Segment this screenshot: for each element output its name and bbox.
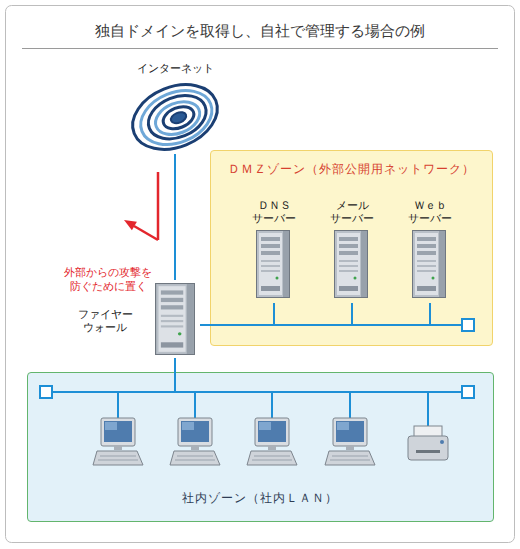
note-label: 外部からの攻撃を 防ぐために置く bbox=[56, 266, 160, 294]
pc-icon bbox=[247, 418, 297, 465]
network-cable bbox=[200, 303, 352, 325]
spiral-ring bbox=[151, 96, 205, 141]
bus-drop bbox=[271, 392, 273, 418]
network-cable bbox=[200, 303, 274, 325]
pc-icon bbox=[325, 418, 375, 465]
bus-terminator bbox=[462, 319, 474, 331]
dmz-zone: ＤＭＺゾーン（外部公開用ネットワーク） ＤＮＳ サーバーメール サーバー Ｗｅｂ サ… bbox=[210, 150, 493, 346]
server-icon bbox=[335, 231, 368, 298]
bus-drop bbox=[427, 392, 429, 426]
server-icon bbox=[257, 231, 290, 298]
cloud-node: インターネット bbox=[120, 60, 230, 154]
lan-zone: 社内ゾーン（社内ＬＡＮ） bbox=[27, 372, 494, 522]
spiral-ring bbox=[123, 73, 227, 162]
node-label: 社内ゾーン（社内ＬＡＮ） bbox=[28, 491, 492, 505]
spiral-ring bbox=[133, 81, 220, 155]
network-cable bbox=[174, 154, 176, 280]
server-node: メール サーバー bbox=[327, 197, 377, 303]
spiral-ring bbox=[142, 87, 213, 147]
attack-arrowhead bbox=[124, 220, 137, 230]
printer-icon bbox=[408, 426, 448, 460]
node-label: ＤＭＺゾーン（外部公開用ネットワーク） bbox=[211, 162, 491, 176]
bus-drop bbox=[174, 372, 176, 392]
firewall-icon bbox=[156, 284, 195, 355]
spiral-ring bbox=[160, 102, 197, 133]
bus-terminator bbox=[40, 386, 52, 398]
node-label: インターネット bbox=[120, 62, 230, 75]
attack-arrow bbox=[134, 226, 158, 240]
diagram-title: 独自ドメインを取得し、自社で管理する場合の例 bbox=[0, 22, 520, 40]
bus-terminator bbox=[462, 386, 474, 398]
outer-frame bbox=[6, 6, 515, 543]
network-cable bbox=[174, 358, 176, 372]
node-label: ＤＮＳ サーバー bbox=[244, 199, 304, 225]
node-label: ファイヤー ウォール bbox=[68, 308, 142, 334]
network-cable bbox=[200, 303, 430, 325]
pc-icon bbox=[93, 418, 143, 465]
title-rule bbox=[22, 48, 498, 49]
bus-line bbox=[429, 324, 462, 326]
pc-icon bbox=[170, 418, 220, 465]
attack-line bbox=[157, 172, 160, 240]
bus-drop bbox=[117, 392, 119, 418]
bus-drop bbox=[349, 392, 351, 418]
spiral-core bbox=[169, 110, 188, 125]
node-label: メール サーバー bbox=[322, 199, 382, 225]
server-node: Ｗｅｂ サーバー bbox=[405, 197, 455, 303]
internet-cloud bbox=[123, 73, 227, 162]
bus-line bbox=[52, 391, 462, 393]
server-icon bbox=[413, 231, 446, 298]
node-label: Ｗｅｂ サーバー bbox=[400, 199, 460, 225]
bus-drop bbox=[194, 392, 196, 418]
server-node: ＤＮＳ サーバー bbox=[249, 197, 299, 303]
